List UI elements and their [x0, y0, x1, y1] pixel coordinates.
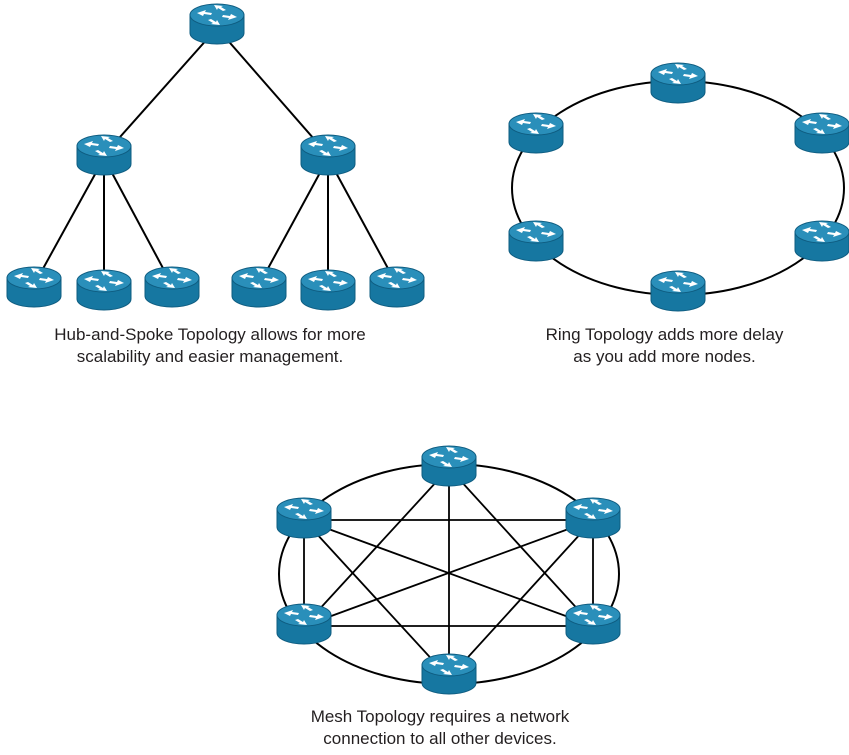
caption-line: Hub-and-Spoke Topology allows for more [54, 325, 366, 344]
caption-line: Mesh Topology requires a network [310, 707, 570, 726]
router-icon [421, 653, 477, 695]
router-icon [300, 269, 356, 311]
router-icon [794, 220, 849, 262]
router-icon [421, 445, 477, 487]
router-icon [794, 112, 849, 154]
router-icon [76, 269, 132, 311]
router-icon [508, 112, 564, 154]
router-icon [565, 497, 621, 539]
ring-caption: Ring Topology adds more delay as you add… [480, 324, 849, 368]
router-icon [76, 134, 132, 176]
hub-and-spoke-caption: Hub-and-Spoke Topology allows for more s… [0, 324, 420, 368]
router-icon [300, 134, 356, 176]
caption-line: as you add more nodes. [573, 347, 756, 366]
caption-line: Ring Topology adds more delay [545, 325, 784, 344]
router-icon [650, 62, 706, 104]
router-icon [6, 266, 62, 308]
hub-links [33, 27, 398, 286]
router-icon [369, 266, 425, 308]
mesh-topology [276, 445, 621, 695]
caption-line: scalability and easier management. [76, 347, 344, 366]
router-icon [276, 497, 332, 539]
router-icon [508, 220, 564, 262]
router-icon [650, 270, 706, 312]
caption-line: connection to all other devices. [323, 729, 557, 748]
mesh-links [303, 467, 594, 679]
hub-and-spoke-topology [6, 3, 425, 311]
router-icon [565, 603, 621, 645]
router-icon [231, 266, 287, 308]
router-icon [276, 603, 332, 645]
mesh-caption: Mesh Topology requires a network connect… [230, 706, 650, 750]
router-icon [144, 266, 200, 308]
ring-link [511, 80, 845, 296]
router-icon [189, 3, 245, 45]
ring-topology [508, 62, 849, 312]
